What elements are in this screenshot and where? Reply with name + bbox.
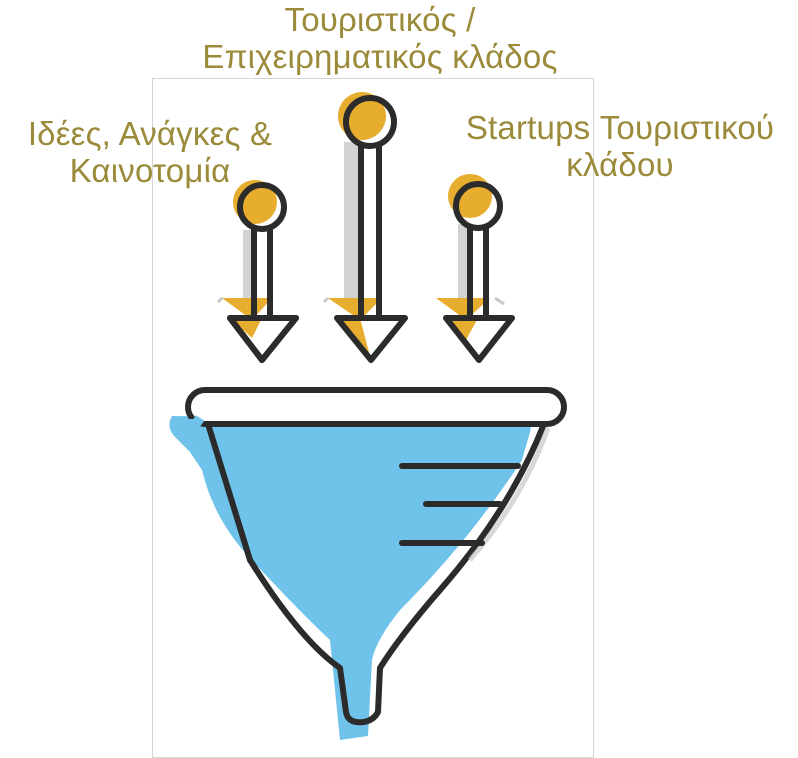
label-ideas-needs-line1: Ιδέες, Ανάγκες & bbox=[27, 115, 273, 152]
label-ideas-needs-line2: Καινοτομία bbox=[69, 151, 231, 189]
arrow-down-icon bbox=[436, 174, 515, 363]
label-startups-line1: Startups Τουριστικού bbox=[465, 109, 775, 146]
label-tourism-sector-line2: Επιχειρηματικός κλάδος bbox=[202, 37, 558, 75]
label-ideas-needs: Ιδέες, Ανάγκες & Καινοτομία bbox=[0, 115, 300, 190]
label-startups-line2: κλάδου bbox=[566, 145, 674, 183]
arrow-down-icon bbox=[216, 180, 299, 363]
arrow-down-icon bbox=[322, 92, 408, 363]
label-tourism-sector-line1: Τουριστικός / bbox=[284, 1, 476, 38]
label-tourism-sector: Τουριστικός / Επιχειρηματικός κλάδος bbox=[160, 1, 600, 76]
label-startups: Startups Τουριστικού κλάδου bbox=[440, 109, 798, 184]
funnel-icon bbox=[169, 387, 567, 740]
